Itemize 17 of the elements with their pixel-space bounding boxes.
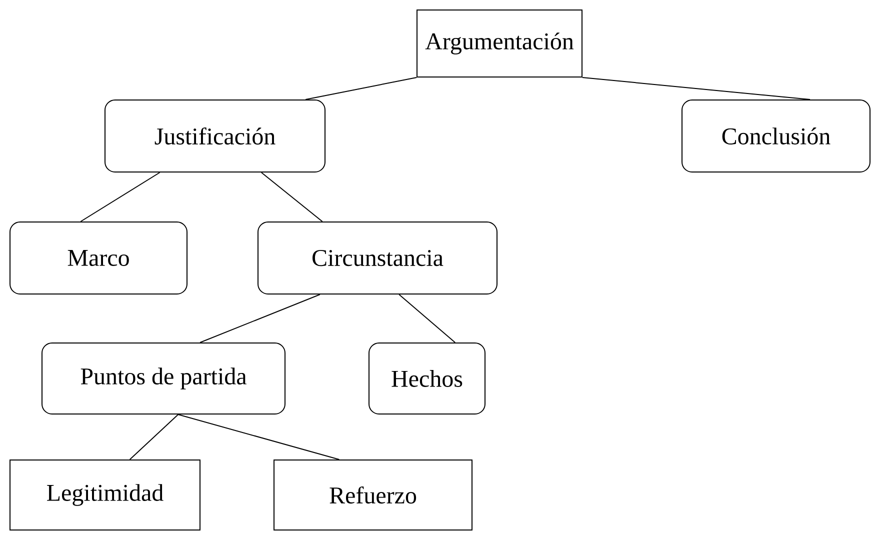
rounded-box: Puntos de partida bbox=[42, 342, 286, 414]
rounded-box: Hechos bbox=[368, 342, 486, 414]
box: Argumentación bbox=[416, 10, 582, 78]
box: Refuerzo bbox=[274, 460, 472, 530]
rounded-box: Circunstancia bbox=[258, 222, 498, 294]
connector-line bbox=[398, 294, 456, 343]
connector-line bbox=[129, 414, 179, 460]
box: Legitimidad bbox=[10, 460, 200, 530]
connector-line bbox=[305, 77, 417, 100]
rounded-box: Justificación bbox=[104, 100, 326, 172]
connector-line bbox=[80, 172, 160, 222]
connector-line bbox=[178, 414, 340, 460]
connector-line bbox=[200, 294, 320, 343]
rounded-box: Conclusión bbox=[682, 100, 870, 172]
connector-line bbox=[582, 77, 811, 100]
connector-line bbox=[260, 172, 323, 222]
rounded-box: Marco bbox=[10, 222, 188, 294]
